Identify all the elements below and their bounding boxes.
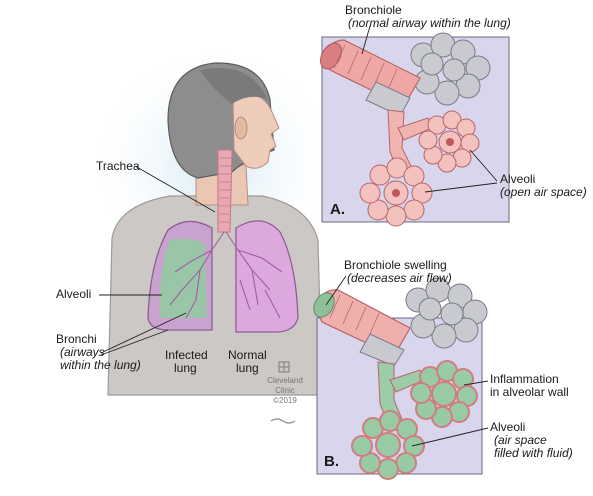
watermark-line3: ©2019: [265, 396, 305, 405]
label-bronchi-sub2: within the lung): [60, 359, 141, 372]
label-infected-lung-2: lung: [174, 362, 197, 375]
panel-b-letter: B.: [324, 453, 339, 470]
panel-b: [310, 278, 487, 479]
label-bronchiole-sub: (normal airway within the lung): [348, 17, 511, 30]
panel-a-letter: A.: [330, 201, 345, 218]
panel-a: [316, 33, 509, 226]
label-alveoli-b-sub2: filled with fluid): [494, 447, 573, 460]
watermark-line2: Clinic: [265, 386, 305, 395]
label-alveoli-a-sub: (open air space): [500, 186, 587, 199]
label-alveoli-body: Alveoli: [56, 288, 91, 301]
label-normal-lung-2: lung: [236, 362, 259, 375]
watermark-line1: Cleveland: [265, 376, 305, 385]
trachea-tube: [218, 150, 232, 232]
label-trachea: Trachea: [96, 160, 140, 173]
label-inflammation-2: in alveolar wall: [490, 386, 569, 399]
label-bronchiole-swelling-sub: (decreases air flow): [347, 272, 452, 285]
